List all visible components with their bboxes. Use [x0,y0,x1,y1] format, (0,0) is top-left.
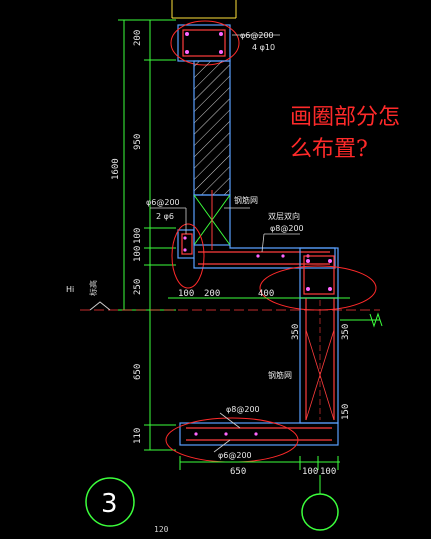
bot-top-bars-label: φ8@200 [226,405,260,414]
dim-350-b: 350 [341,324,351,340]
dim-100-a: 100 [133,228,143,244]
rebar-tag-2: 钢筋网 [268,370,292,380]
bot-bot-bars-label: φ6@200 [218,451,252,460]
hi-sub: 标高 [88,280,98,296]
slab-bars-label: φ8@200 [270,224,304,233]
dim-400-h: 400 [258,289,274,299]
dim-350-a: 350 [291,324,301,340]
axis-bubble-right [301,493,339,531]
rebar-tag-1: 钢筋网 [234,195,258,205]
mid-stirrup [181,233,193,255]
dim-120: 120 [154,525,169,534]
dim-100-b: 100 [133,246,143,262]
axis-bubble-3 [85,477,135,527]
dim-950: 950 [133,134,143,150]
axis-number: 3 [101,489,118,519]
circle-top-beam [170,20,240,66]
dim-200-top: 200 [133,30,143,46]
dim-110: 110 [133,428,143,444]
top-bars-label: 4 φ10 [252,43,275,52]
dim-650-bottom: 650 [230,467,246,477]
dim-100-b2: 100 [320,467,336,477]
circle-mid-corner [171,223,205,289]
dim-650-left: 650 [133,364,143,380]
dim-100-b1: 100 [302,467,318,477]
dim-250: 250 [133,279,143,295]
question-line-2: 么布置? [290,137,368,162]
mid-stirrup-label: φ6@200 [146,198,180,207]
slab-label: 双层双向 [268,211,300,221]
dim-1600: 1600 [111,158,121,180]
wall-hatched [193,60,231,196]
circle-right-corner [259,265,377,311]
question-line-1: 画圈部分怎 [290,105,400,130]
dim-100-h: 100 [178,289,194,299]
top-stirrup-label: φ6@200 [240,31,274,40]
slab-outline [193,245,336,269]
dim-150: 150 [341,404,351,420]
bottom-footing [179,422,339,446]
top-beam-stirrup [182,29,226,57]
dim-200-h: 200 [204,289,220,299]
mid-bars-label: 2 φ6 [156,212,174,221]
hi-label: Hi [66,285,74,294]
